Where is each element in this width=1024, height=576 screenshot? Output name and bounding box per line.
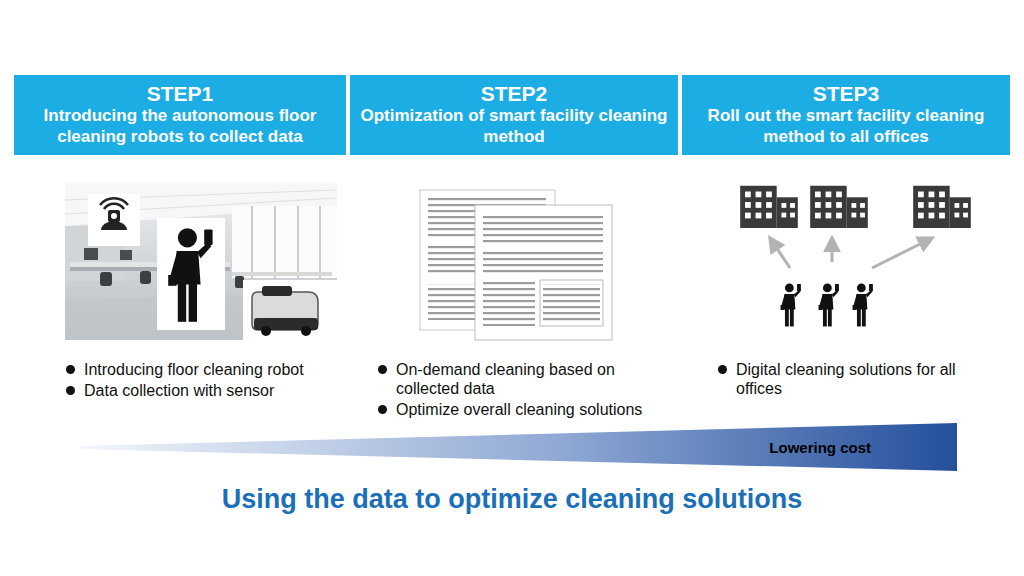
floor-robot xyxy=(243,280,337,340)
floor-robot xyxy=(261,326,271,336)
wedge-label: Lowering cost xyxy=(769,439,871,456)
rollout-arrows xyxy=(770,238,790,268)
bullet-item: Introducing floor cleaning robot xyxy=(66,360,316,379)
cleaner-figure xyxy=(168,228,212,322)
office-buildings xyxy=(810,186,868,228)
bullet-text: Optimize overall cleaning solutions xyxy=(396,400,642,419)
step-title: Introducing the autonomous floor cleanin… xyxy=(22,106,338,147)
office-photo xyxy=(100,272,112,286)
report-documents xyxy=(475,205,612,340)
sensor-icon xyxy=(111,213,117,219)
cleaning-staff xyxy=(853,284,873,327)
bullet-list: On-demand cleaning based on collected da… xyxy=(378,360,678,419)
cleaner-figure xyxy=(157,218,225,330)
step-number: STEP3 xyxy=(813,82,880,106)
rollout-arrows xyxy=(831,238,834,262)
bullet-dot xyxy=(66,365,75,374)
cleaning-staff xyxy=(781,284,801,327)
step-title: Roll out the smart facility cleaning met… xyxy=(690,106,1002,147)
report-documents xyxy=(540,280,603,326)
bullet-list: Introducing floor cleaning robotData col… xyxy=(66,360,316,400)
report-documents xyxy=(483,280,535,326)
step-header: STEP3Roll out the smart facility cleanin… xyxy=(682,75,1010,155)
office-photo xyxy=(297,206,299,278)
office-buildings xyxy=(740,186,798,228)
office-photo xyxy=(120,250,132,260)
floor-robot xyxy=(243,280,337,340)
cleaning-staff xyxy=(781,284,873,327)
office-photo xyxy=(84,248,98,260)
bullet-dot xyxy=(378,365,387,374)
sensor-icon xyxy=(108,210,120,222)
bullet-list: Digital cleaning solutions for all offic… xyxy=(718,360,968,398)
rollout-arrows xyxy=(770,238,932,268)
bullet-dot xyxy=(378,405,387,414)
office-photo xyxy=(65,183,337,340)
office-buildings xyxy=(913,186,971,228)
bullet-item: Data collection with sensor xyxy=(66,381,316,400)
report-documents xyxy=(420,190,612,340)
floor-robot xyxy=(262,286,292,296)
bullet-text: Digital cleaning solutions for all offic… xyxy=(736,360,968,398)
office-photo xyxy=(140,271,151,284)
sensor-icon xyxy=(101,221,127,230)
bullet-item: Digital cleaning solutions for all offic… xyxy=(718,360,968,398)
cost-wedge-shape xyxy=(80,423,957,471)
floor-robot xyxy=(252,292,318,330)
floor-robot xyxy=(301,326,311,336)
office-photo xyxy=(251,206,253,278)
office-photo xyxy=(65,183,337,340)
bullet-item: Optimize overall cleaning solutions xyxy=(378,400,678,419)
sensor-icon xyxy=(88,194,140,246)
step-title: Optimization of smart facility cleaning … xyxy=(358,106,670,147)
step-header: STEP1Introducing the autonomous floor cl… xyxy=(14,75,346,155)
bullet-text: Introducing floor cleaning robot xyxy=(84,360,304,379)
sensor-icon xyxy=(104,204,124,209)
sensor-icon xyxy=(88,194,140,246)
step-number: STEP2 xyxy=(481,82,548,106)
cost-wedge: Lowering cost xyxy=(80,423,957,471)
report-documents xyxy=(483,213,603,243)
office-buildings xyxy=(740,186,971,228)
cleaner-figure xyxy=(157,218,225,330)
step-number: STEP1 xyxy=(147,82,214,106)
caption: Using the data to optimize cleaning solu… xyxy=(0,484,1024,515)
office-photo xyxy=(319,206,321,278)
bullet-dot xyxy=(718,365,727,374)
office-photo xyxy=(235,276,244,288)
office-photo xyxy=(274,206,276,278)
office-photo xyxy=(232,206,337,278)
bullet-text: Data collection with sensor xyxy=(84,381,274,400)
office-photo xyxy=(252,206,320,278)
bullet-item: On-demand cleaning based on collected da… xyxy=(378,360,678,398)
office-photo xyxy=(232,272,332,276)
step-header: STEP2Optimization of smart facility clea… xyxy=(350,75,678,155)
report-documents xyxy=(483,250,603,274)
bullet-dot xyxy=(66,386,75,395)
bullet-text: On-demand cleaning based on collected da… xyxy=(396,360,678,398)
rollout-arrows xyxy=(872,238,932,268)
report-documents xyxy=(543,284,600,324)
cleaning-staff xyxy=(819,284,839,327)
